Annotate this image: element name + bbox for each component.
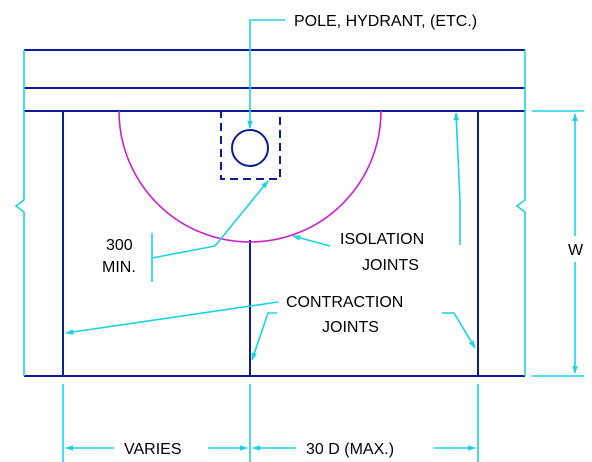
min-unit-label: MIN.: [102, 259, 136, 276]
spacing-label: 30 D (MAX.): [306, 441, 394, 458]
pole-label: POLE, HYDRANT, (ETC.): [294, 13, 477, 30]
min-clearance-leader: [151, 245, 216, 259]
contraction-leader-right: [442, 312, 476, 349]
pole-hydrant-icon: [231, 129, 269, 167]
isolation-joint-leader-arc: [292, 235, 331, 247]
contraction-leader-left: [65, 301, 279, 335]
min-clearance-dimension: [214, 180, 269, 247]
right-break-line: [515, 50, 526, 376]
isolation-joint-arc: [118, 110, 382, 243]
isolation-joint-leader-edge: [453, 112, 461, 245]
left-break-line: [14, 50, 25, 376]
contraction-leader-center: [251, 312, 277, 361]
width-label: W: [568, 242, 584, 259]
pole-leader: [247, 19, 285, 129]
varies-label: VARIES: [124, 441, 182, 458]
contraction-label-line1: CONTRACTION: [286, 294, 403, 311]
contraction-label-line2: JOINTS: [322, 319, 379, 336]
isolation-label-line2: JOINTS: [362, 257, 419, 274]
min-value-label: 300: [106, 237, 133, 254]
isolation-label-line1: ISOLATION: [340, 231, 424, 248]
